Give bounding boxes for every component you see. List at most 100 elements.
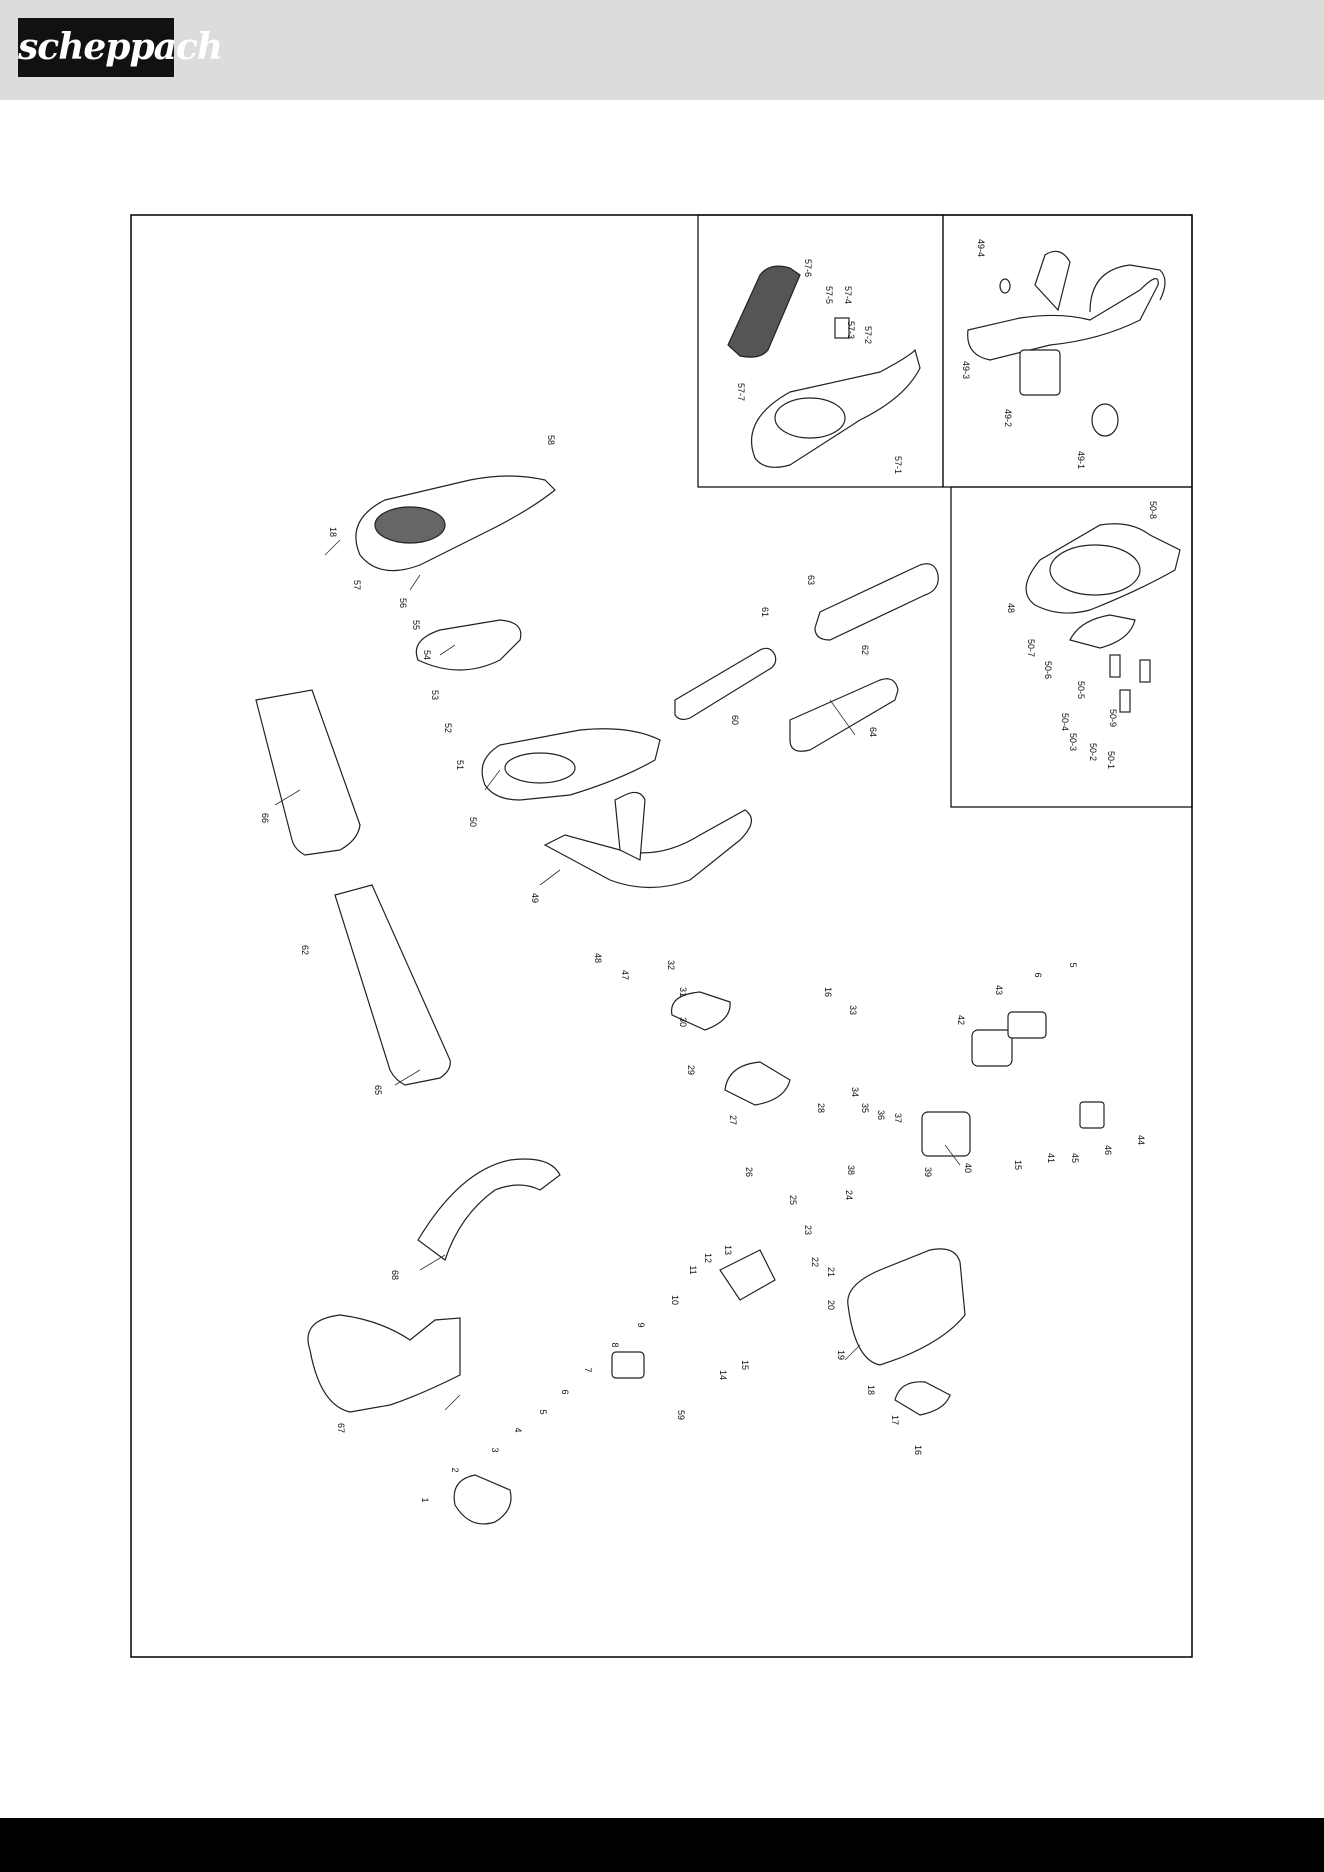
callout-40: 40 — [963, 1163, 973, 1173]
inset-c-gasket — [1069, 614, 1136, 649]
callout-57-4: 57-4 — [843, 286, 853, 304]
callout-51: 51 — [455, 760, 465, 770]
callout-57-1: 57-1 — [893, 456, 903, 474]
callout-30: 30 — [678, 1017, 688, 1027]
callout-57-3: 57-3 — [846, 321, 856, 339]
callout-5: 5 — [538, 1409, 548, 1414]
callout-38: 38 — [846, 1165, 856, 1175]
inset-c-plate-center — [1049, 544, 1141, 596]
callout-27: 27 — [728, 1115, 738, 1125]
callout-57-5: 57-5 — [824, 286, 834, 304]
callout-43: 43 — [994, 985, 1004, 995]
inset-frame-c — [950, 486, 1193, 808]
callout-49-1: 49-1 — [1076, 451, 1086, 469]
callout-3: 3 — [490, 1447, 500, 1452]
callout-2: 2 — [450, 1467, 460, 1472]
blower-nozzle — [789, 678, 899, 752]
callout-57: 57 — [352, 580, 362, 590]
callout-53: 53 — [430, 690, 440, 700]
callout-42: 42 — [956, 1015, 966, 1025]
callout-49-4: 49-4 — [976, 239, 986, 257]
callout-62: 62 — [860, 645, 870, 655]
callout-14: 14 — [718, 1370, 728, 1380]
callout-47: 47 — [620, 970, 630, 980]
collection-bag — [307, 1314, 461, 1413]
inset-b-throttle-body — [1019, 349, 1061, 396]
inset-a-filter-grille — [727, 265, 801, 358]
callout-18: 18 — [866, 1385, 876, 1395]
callout-64: 64 — [868, 727, 878, 737]
callout-inset-48: 48 — [1006, 603, 1016, 613]
callout-68: 68 — [390, 1270, 400, 1280]
callout-61: 61 — [760, 607, 770, 617]
callout-66: 66 — [260, 813, 270, 823]
callout-10: 10 — [670, 1295, 680, 1305]
callout-7: 7 — [583, 1367, 593, 1372]
callout-58: 58 — [546, 435, 556, 445]
callout-48: 48 — [593, 953, 603, 963]
carburetor — [611, 1351, 645, 1379]
callout-6: 6 — [560, 1389, 570, 1394]
page-header: scheppach — [0, 0, 1324, 100]
flywheel-housing — [670, 991, 731, 1031]
callout-19: 19 — [836, 1350, 846, 1360]
callout-23: 23 — [803, 1225, 813, 1235]
callout-26: 26 — [744, 1167, 754, 1177]
callout-4: 4 — [513, 1427, 523, 1432]
callout-46: 46 — [1103, 1145, 1113, 1155]
callout-52: 52 — [443, 723, 453, 733]
callout-35: 35 — [860, 1103, 870, 1113]
callout-13: 13 — [723, 1245, 733, 1255]
inset-b-handle-grip — [1034, 250, 1071, 312]
callout-34: 34 — [850, 1087, 860, 1097]
crankcase — [724, 1061, 791, 1106]
callout-20: 20 — [826, 1300, 836, 1310]
diagram-frame — [130, 214, 1193, 1658]
callout-59: 59 — [676, 1410, 686, 1420]
callout-54: 54 — [422, 650, 432, 660]
bracket — [719, 1249, 776, 1301]
callout-extra-16: 16 — [823, 987, 833, 997]
callout-50-7: 50-7 — [1026, 639, 1036, 657]
callout-65: 65 — [373, 1085, 383, 1095]
callout-15: 15 — [740, 1360, 750, 1370]
blower-tube-upper — [255, 689, 361, 856]
inset-b-handle-frame — [967, 278, 1159, 361]
callout-37: 37 — [893, 1113, 903, 1123]
callout-50-9: 50-9 — [1108, 709, 1118, 727]
inset-c-spring-3 — [1119, 689, 1131, 713]
callout-57-2: 57-2 — [863, 326, 873, 344]
tube-connector — [814, 563, 939, 641]
callout-12: 12 — [703, 1253, 713, 1263]
callout-extra-15: 15 — [1013, 1160, 1023, 1170]
callout-56: 56 — [398, 598, 408, 608]
main-housing-center — [504, 752, 576, 784]
callout-11: 11 — [688, 1265, 698, 1274]
cylinder — [921, 1111, 971, 1157]
callout-extra-62: 62 — [300, 945, 310, 955]
callout-49-3: 49-3 — [961, 361, 971, 379]
callout-57-7: 57-7 — [736, 383, 746, 401]
callout-24: 24 — [844, 1190, 854, 1200]
blower-cover — [355, 475, 556, 572]
callout-17: 17 — [890, 1415, 900, 1425]
callout-45: 45 — [1070, 1153, 1080, 1163]
callout-55: 55 — [411, 620, 421, 630]
callout-63: 63 — [806, 575, 816, 585]
fan-housing — [415, 619, 522, 671]
page-footer — [0, 1818, 1324, 1872]
inset-a-small-part — [834, 317, 850, 339]
inset-c-spring-2 — [1139, 659, 1151, 683]
callout-50-4: 50-4 — [1060, 713, 1070, 731]
callout-50: 50 — [468, 817, 478, 827]
callout-49: 49 — [530, 893, 540, 903]
callout-50-5: 50-5 — [1076, 681, 1086, 699]
callout-extra-18: 18 — [328, 527, 338, 537]
spark-plug-cap — [1079, 1101, 1105, 1129]
inset-b-handle-loop — [1089, 264, 1166, 313]
callout-50-1: 50-1 — [1106, 751, 1116, 769]
callout-extra-6: 6 — [1033, 972, 1043, 977]
inset-a-cover-dome — [774, 397, 846, 439]
callout-28: 28 — [816, 1103, 826, 1113]
